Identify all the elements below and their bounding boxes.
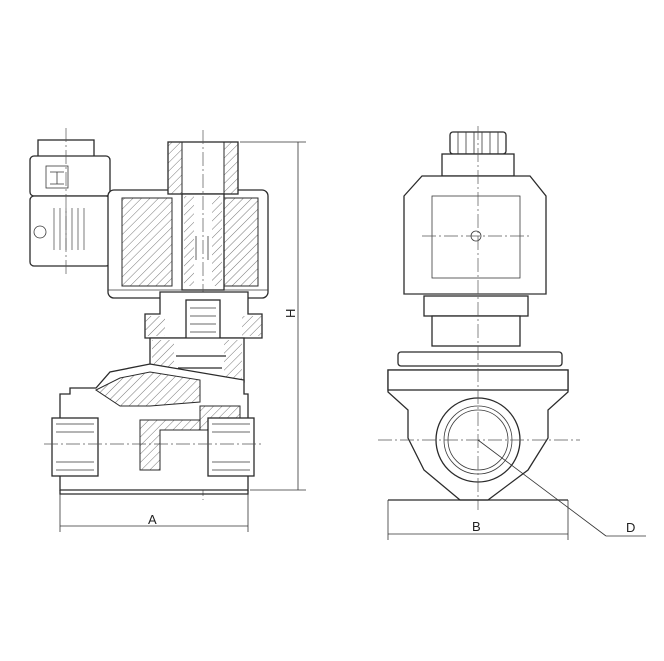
dimension-d: D <box>477 439 646 537</box>
dimension-a: A <box>59 494 249 532</box>
valve-body <box>44 363 262 495</box>
front-section-view: H A <box>29 128 306 532</box>
dimension-d-label: D <box>626 520 635 535</box>
dimension-a-label: A <box>148 512 157 527</box>
dimension-h: H <box>240 141 306 491</box>
bonnet <box>144 291 263 341</box>
dimension-b-label: B <box>472 519 481 534</box>
side-view: B D <box>378 126 646 540</box>
connector-plug <box>29 128 111 275</box>
dimension-b: B <box>387 500 569 540</box>
armature-tube <box>167 130 239 500</box>
side-bonnet <box>397 295 563 367</box>
side-coil <box>403 175 547 295</box>
dimension-h-label: H <box>283 309 298 318</box>
